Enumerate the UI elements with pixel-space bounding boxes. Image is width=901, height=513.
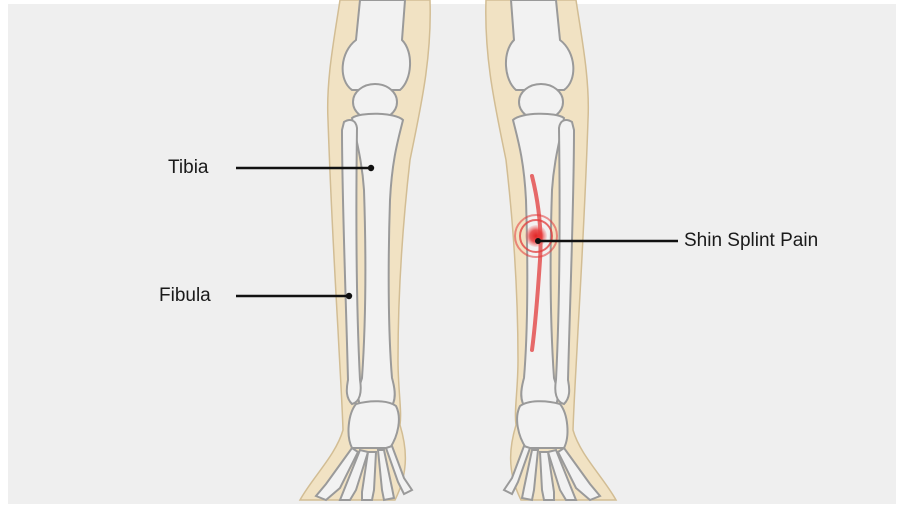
leader-lines <box>236 165 678 299</box>
fibula-leader-dot <box>346 293 352 299</box>
fibula-label: Fibula <box>159 286 211 305</box>
pain-leader-dot <box>535 238 541 244</box>
pain-center <box>525 225 547 247</box>
tibia-label: Tibia <box>168 158 208 177</box>
shin-splint-pain-label: Shin Splint Pain <box>684 231 818 250</box>
left-leg <box>300 0 430 500</box>
tibia-leader-dot <box>368 165 374 171</box>
